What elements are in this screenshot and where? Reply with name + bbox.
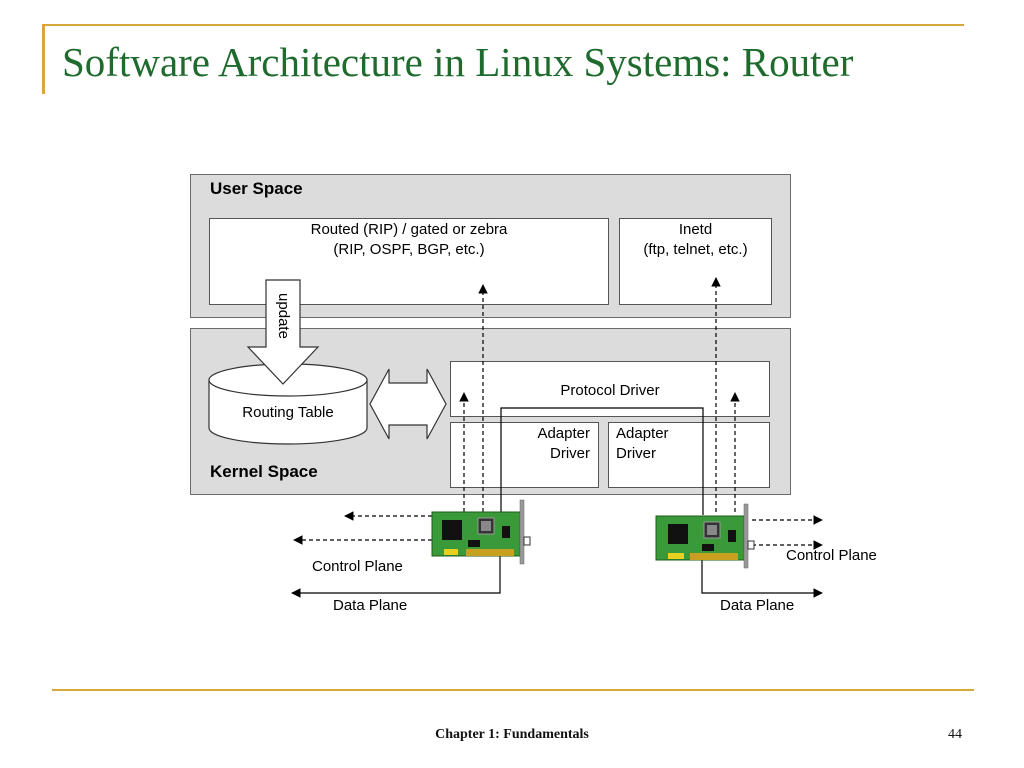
protocol-driver-label: Protocol Driver	[560, 382, 660, 399]
title-rule-top	[42, 24, 964, 26]
double-arrow	[369, 368, 447, 440]
routing-table-cylinder	[208, 363, 368, 445]
data-plane-arrow-left	[291, 556, 501, 598]
page-number: 44	[948, 727, 962, 742]
control-plane-left-label: Control Plane	[312, 558, 403, 575]
user-space-label: User Space	[210, 179, 303, 198]
adapter-driver-right-line2: Driver	[616, 445, 656, 462]
update-label: update	[275, 293, 292, 339]
adapter-driver-right-line1: Adapter	[616, 425, 669, 442]
adapter-driver-right-box: Adapter Driver	[608, 422, 770, 488]
adapter-driver-left-line1: Adapter	[537, 425, 590, 442]
slide-title: Software Architecture in Linux Systems: …	[62, 39, 854, 85]
adapter-driver-left-box: Adapter Driver	[450, 422, 599, 488]
routing-table-label: Routing Table	[242, 404, 334, 421]
footer-chapter: Chapter 1: Fundamentals	[435, 727, 589, 742]
title-rule-left	[42, 24, 45, 94]
routed-line2: (RIP, OSPF, BGP, etc.)	[333, 241, 485, 258]
data-plane-arrow-right	[701, 560, 823, 598]
routed-line1: Routed (RIP) / gated or zebra	[310, 221, 508, 238]
footer-rule	[52, 689, 974, 691]
adapter-driver-left-line2: Driver	[550, 445, 590, 462]
routed-box: Routed (RIP) / gated or zebra (RIP, OSPF…	[209, 218, 609, 305]
data-plane-left-label: Data Plane	[333, 597, 408, 614]
data-plane-right-label: Data Plane	[720, 597, 795, 614]
control-plane-right-label: Control Plane	[786, 547, 877, 564]
inetd-box: Inetd (ftp, telnet, etc.)	[619, 218, 772, 305]
inetd-line2: (ftp, telnet, etc.)	[643, 241, 748, 258]
forwarding-path	[500, 407, 704, 515]
kernel-space-label: Kernel Space	[210, 462, 318, 481]
network-card-icon	[431, 499, 531, 565]
inetd-line1: Inetd	[678, 221, 713, 238]
network-card-icon	[655, 503, 755, 569]
update-arrow	[246, 279, 320, 385]
